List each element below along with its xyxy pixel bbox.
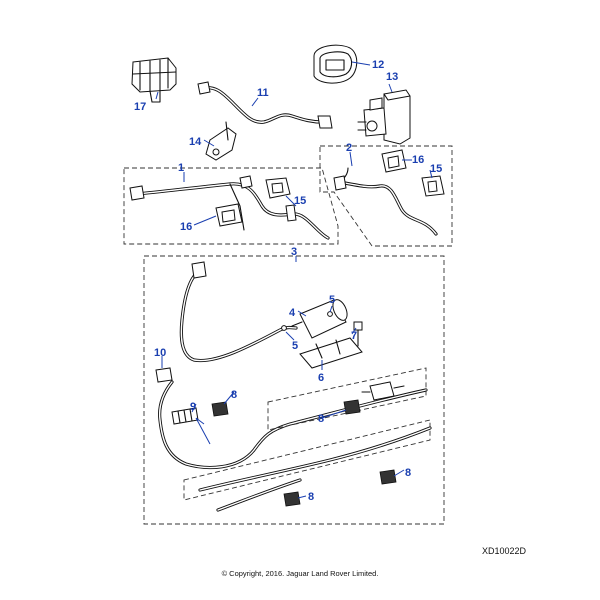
part-17-clip-block (131, 57, 177, 103)
return-line (183, 419, 432, 512)
part-12-grommet (313, 44, 358, 84)
callout-13: 13 (386, 71, 398, 83)
callout-8-d: 8 (308, 491, 314, 503)
inner-dashed-harness (267, 367, 427, 431)
part-16-solenoid-b (381, 149, 407, 173)
part-14-bracket (205, 121, 237, 161)
callout-10: 10 (154, 347, 166, 359)
group-1-boundary (123, 167, 339, 245)
callout-6: 6 (318, 372, 324, 384)
part-8-clip-b (343, 399, 361, 415)
part-3-fuel-lines (179, 261, 298, 363)
callout-12: 12 (372, 59, 384, 71)
part-8-clip-d (283, 491, 301, 507)
callout-16-a: 16 (180, 221, 192, 233)
part-6-bracket (299, 337, 363, 369)
callout-9: 9 (190, 401, 196, 413)
part-15-solenoid-b (421, 175, 445, 197)
part-5-clip (281, 311, 333, 331)
callout-1: 1 (178, 162, 184, 174)
callout-7: 7 (351, 330, 357, 342)
group-3-boundary (143, 255, 445, 525)
callout-15-b: 15 (430, 163, 442, 175)
part-8-clip-a (211, 401, 229, 417)
callout-14: 14 (189, 136, 202, 148)
callout-3: 3 (291, 246, 297, 258)
part-16-solenoid-a (215, 203, 243, 227)
part-2-harness (333, 167, 438, 236)
callout-17: 17 (134, 101, 146, 113)
callout-16-b: 16 (412, 154, 424, 166)
callout-8-b: 8 (318, 413, 324, 425)
feed-line-left (158, 380, 428, 470)
part-4-filter (291, 299, 348, 339)
callout-5-a: 5 (329, 294, 335, 306)
part-10-clip (155, 367, 173, 383)
diagram-reference-id: XD10022D (482, 546, 527, 556)
callout-5-b: 5 (292, 340, 298, 352)
part-15-solenoid-a (265, 177, 297, 222)
leader-lines (155, 61, 433, 499)
copyright-notice: © Copyright, 2016. Jaguar Land Rover Lim… (221, 569, 379, 578)
callout-8-a: 8 (231, 389, 237, 401)
part-13-valve (357, 89, 411, 145)
part-8-clip-c (379, 469, 397, 485)
callout-4: 4 (289, 307, 296, 319)
part-11-tube (197, 81, 333, 129)
part-1-harness (129, 175, 330, 240)
callout-15-a: 15 (294, 195, 306, 207)
callout-11: 11 (257, 87, 269, 99)
callout-8-c: 8 (405, 467, 411, 479)
purge-valve (361, 381, 405, 401)
group-2-boundary (319, 145, 453, 247)
callout-2: 2 (346, 142, 352, 154)
callout-labels: 17 11 12 13 14 1 2 16 15 15 16 3 4 5 5 7… (134, 59, 442, 503)
